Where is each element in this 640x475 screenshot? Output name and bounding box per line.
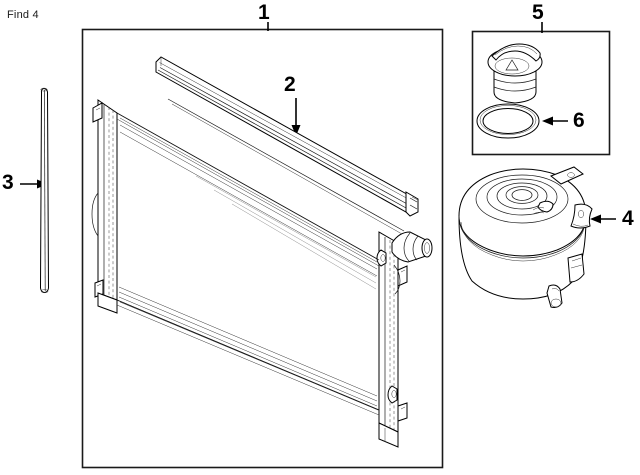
radiator-left-tank: [91, 99, 118, 314]
callout-number-4: 4: [622, 207, 634, 230]
radiator-core-fins-upper: [119, 117, 378, 277]
leader-4-arrowhead: [590, 214, 601, 224]
radiator-core-fins-lower: [118, 286, 379, 411]
air-deflector-part-2: [155, 56, 419, 235]
side-seal-strip-part-3: [39, 87, 50, 294]
callout-number-6: 6: [573, 109, 585, 132]
leader-2-arrowhead: [291, 125, 301, 136]
radiator-assembly-part-1: [91, 99, 433, 448]
find-label: Find 4: [7, 9, 39, 21]
radiator-core-fins-mid: [195, 175, 377, 290]
leader-lines: [20, 22, 616, 224]
radiator-outlet-neck: [391, 231, 433, 295]
cap-seal-oring-part-6: [476, 103, 540, 139]
reservoir-cap-part-5: [487, 43, 543, 104]
callout-number-3: 3: [2, 171, 14, 194]
coolant-reservoir-tank-part-4: [458, 166, 593, 308]
callout-number-2: 2: [284, 73, 296, 96]
callout-number-5: 5: [532, 1, 544, 24]
callout-number-1: 1: [258, 1, 270, 24]
leader-6-arrowhead: [542, 116, 553, 126]
